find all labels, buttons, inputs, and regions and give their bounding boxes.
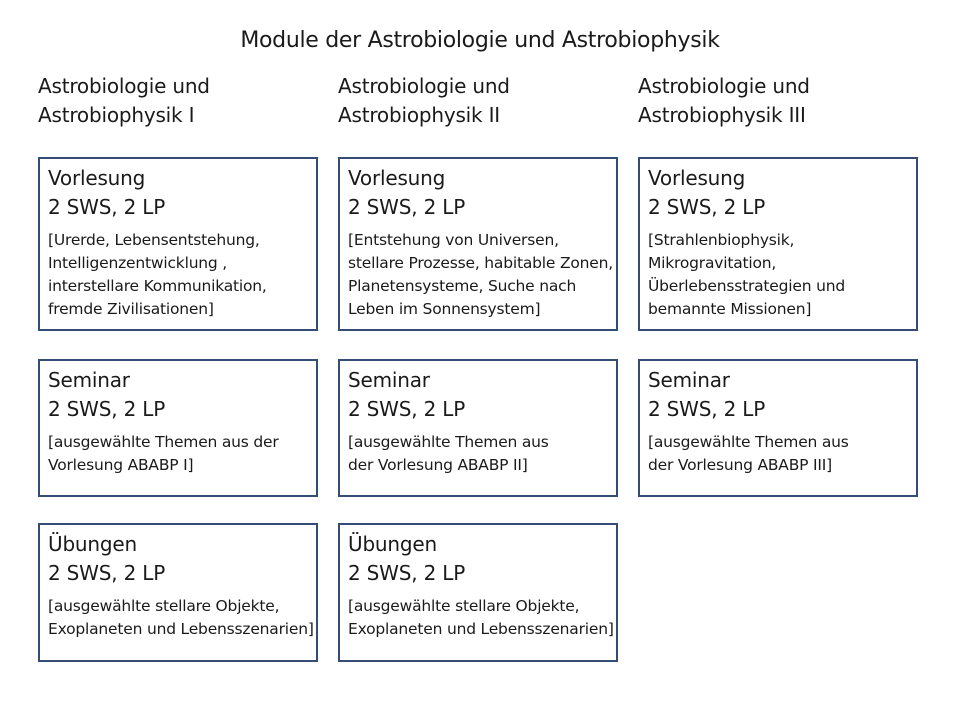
module-name: Übungen [48,532,137,556]
description-line: [ausgewählte Themen aus der [48,433,279,451]
module-description: [ausgewählte stellare Objekte, Exoplanet… [348,595,614,641]
module-box-seminar-1: Seminar 2 SWS, 2 LP [ausgewählte Themen … [38,359,318,497]
module-name: Übungen [348,532,437,556]
column-heading-line: Astrobiologie und [338,74,510,98]
module-credits: 2 SWS, 2 LP [648,195,766,219]
module-box-lecture-1: Vorlesung 2 SWS, 2 LP [Urerde, Lebensent… [38,157,318,331]
page-title: Module der Astrobiologie und Astrobiophy… [240,28,720,53]
module-box-lecture-2: Vorlesung 2 SWS, 2 LP [Entstehung von Un… [338,157,618,331]
module-box-seminar-3: Seminar 2 SWS, 2 LP [ausgewählte Themen … [638,359,918,497]
column-heading-2: Astrobiologie und Astrobiophysik II [338,72,510,130]
column-heading-line: Astrobiophysik III [638,103,806,127]
description-line: bemannte Missionen] [648,300,812,318]
module-name: Seminar [648,368,730,392]
module-description: [Strahlenbiophysik, Mikrogravitation, Üb… [648,229,908,321]
description-line: Vorlesung ABABP I] [48,456,194,474]
module-credits: 2 SWS, 2 LP [48,561,166,585]
description-line: Intelligenzentwicklung , [48,254,228,272]
module-description: [Entstehung von Universen, stellare Proz… [348,229,613,321]
description-line: [Urerde, Lebensentstehung, [48,231,260,249]
column-heading-line: Astrobiophysik II [338,103,500,127]
module-credits: 2 SWS, 2 LP [48,397,166,421]
module-name: Seminar [48,368,130,392]
module-name: Vorlesung [648,166,746,190]
description-line: Exoplaneten und Lebensszenarien] [348,620,614,638]
module-box-exercises-1: Übungen 2 SWS, 2 LP [ausgewählte stellar… [38,523,318,662]
module-name: Vorlesung [348,166,446,190]
description-line: fremde Zivilisationen] [48,300,214,318]
description-line: interstellare Kommunikation, [48,277,267,295]
module-box-exercises-2: Übungen 2 SWS, 2 LP [ausgewählte stellar… [338,523,618,662]
description-line: stellare Prozesse, habitable Zonen, [348,254,613,272]
description-line: Planetensysteme, Suche nach [348,277,577,295]
description-line: der Vorlesung ABABP II] [348,456,528,474]
module-box-seminar-2: Seminar 2 SWS, 2 LP [ausgewählte Themen … [338,359,618,497]
description-line: [ausgewählte stellare Objekte, [348,597,580,615]
description-line: Überlebensstrategien und [648,277,845,295]
column-heading-line: Astrobiologie und [638,74,810,98]
module-description: [ausgewählte Themen aus der Vorlesung AB… [48,431,308,477]
description-line: [ausgewählte Themen aus [648,433,849,451]
description-line: Exoplaneten und Lebensszenarien] [48,620,314,638]
description-line: der Vorlesung ABABP III] [648,456,832,474]
module-name: Seminar [348,368,430,392]
module-credits: 2 SWS, 2 LP [348,397,466,421]
module-credits: 2 SWS, 2 LP [648,397,766,421]
module-credits: 2 SWS, 2 LP [348,561,466,585]
description-line: [Entstehung von Universen, [348,231,559,249]
description-line: Mikrogravitation, [648,254,777,272]
description-line: Leben im Sonnensystem] [348,300,541,318]
description-line: [ausgewählte stellare Objekte, [48,597,280,615]
column-heading-line: Astrobiophysik I [38,103,195,127]
module-description: [ausgewählte stellare Objekte, Exoplanet… [48,595,314,641]
module-description: [Urerde, Lebensentstehung, Intelligenzen… [48,229,308,321]
module-box-lecture-3: Vorlesung 2 SWS, 2 LP [Strahlenbiophysik… [638,157,918,331]
description-line: [ausgewählte Themen aus [348,433,549,451]
module-credits: 2 SWS, 2 LP [348,195,466,219]
column-heading-3: Astrobiologie und Astrobiophysik III [638,72,810,130]
module-credits: 2 SWS, 2 LP [48,195,166,219]
description-line: [Strahlenbiophysik, [648,231,795,249]
module-description: [ausgewählte Themen aus der Vorlesung AB… [648,431,908,477]
column-heading-1: Astrobiologie und Astrobiophysik I [38,72,210,130]
module-description: [ausgewählte Themen aus der Vorlesung AB… [348,431,608,477]
column-heading-line: Astrobiologie und [38,74,210,98]
module-name: Vorlesung [48,166,146,190]
